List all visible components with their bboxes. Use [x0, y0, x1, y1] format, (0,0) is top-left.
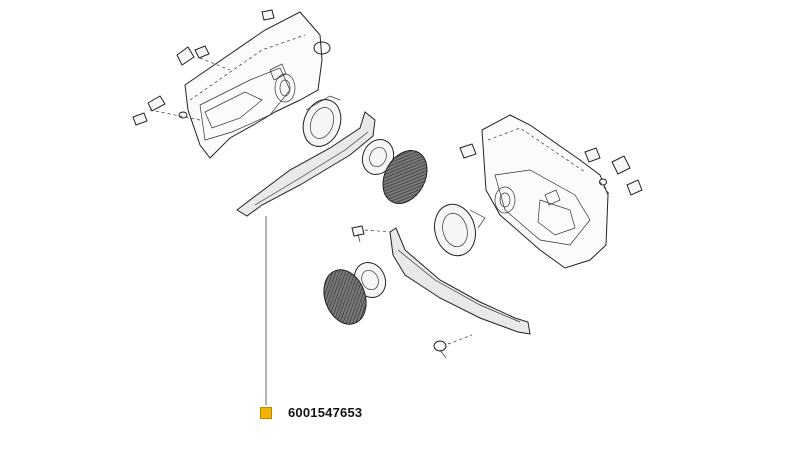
screw-fasteners — [351, 225, 473, 359]
right-door-trim-strip — [389, 227, 531, 335]
left-speaker-grille — [382, 150, 428, 204]
part-number-label[interactable]: 6001547653 — [288, 405, 363, 420]
left-door-panel — [184, 11, 331, 159]
callout-marker[interactable] — [260, 407, 272, 419]
left-clip-fasteners — [132, 9, 275, 126]
left-speaker-housing — [302, 95, 342, 147]
left-door-trim-strip — [236, 111, 376, 217]
right-speaker-grille — [323, 269, 367, 325]
right-clip-fasteners — [459, 143, 643, 196]
right-door-panel — [481, 114, 609, 269]
right-speaker-housing — [434, 203, 486, 257]
